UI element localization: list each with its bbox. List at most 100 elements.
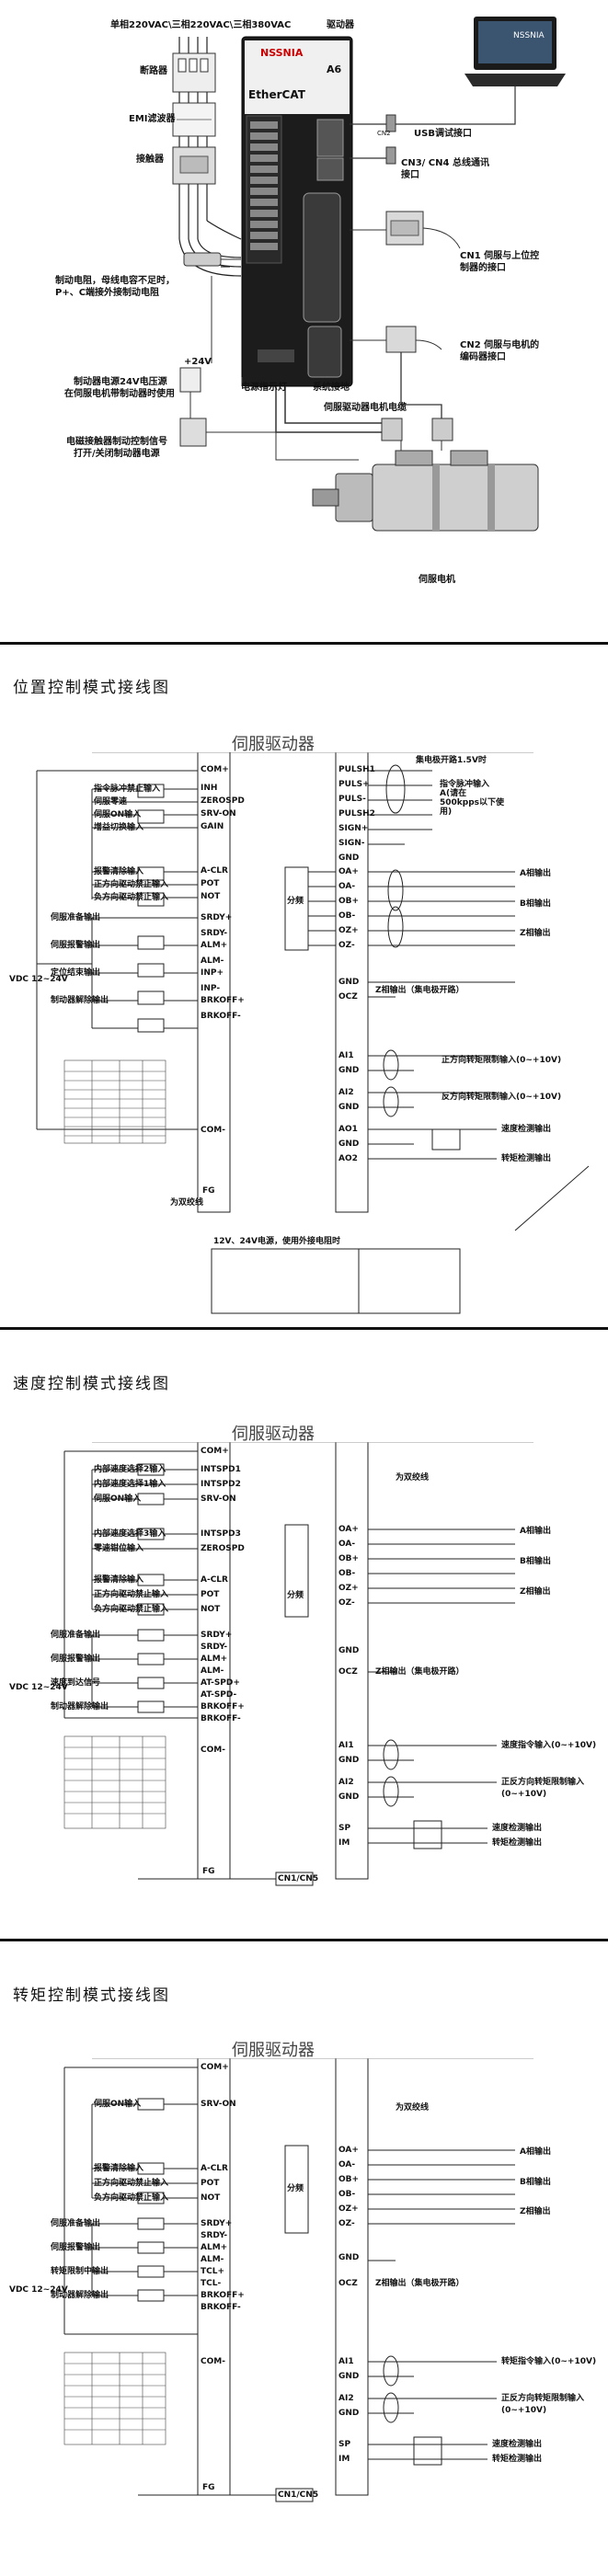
pin-label: COM+ xyxy=(201,2063,229,2072)
speed-wiring xyxy=(63,1442,533,1886)
input-label: 伺服零速 xyxy=(94,797,128,807)
pin-label: GND xyxy=(338,2253,360,2262)
speed-cmd-label: 速度指令输入(0~+10V) xyxy=(501,1741,597,1750)
pin-label: GND xyxy=(338,1139,360,1149)
z-oc-label: Z相输出（集电极开路） xyxy=(375,986,465,995)
pin-label: PULSH2 xyxy=(338,809,375,819)
cn34-label: CN3/ CN4 总线通讯 xyxy=(401,158,489,168)
pin-label: OZ- xyxy=(338,941,355,950)
cn2-label-2: 编码器接口 xyxy=(460,352,506,362)
input-label: 报警清除输入 xyxy=(94,1575,144,1585)
torque-wiring xyxy=(63,2058,533,2502)
laptop-brand: NSSNIA xyxy=(513,31,545,40)
fwd-torque-label: 正方向转矩限制输入(0~+10V) xyxy=(442,1056,562,1065)
pin-label: GND xyxy=(338,1792,360,1802)
output-label: 伺服准备输出 xyxy=(51,2219,101,2228)
phase-z-label: Z相输出 xyxy=(520,1587,551,1597)
pin-label: GND xyxy=(338,1066,360,1075)
torque-monitor-label: 转矩检测输出 xyxy=(492,1838,543,1848)
input-label: 内部速度选择1输入 xyxy=(94,1480,166,1489)
brake-psu-label-2: 在伺服电机带制动器时使用 xyxy=(64,389,175,399)
pin-label: BRKOFF+ xyxy=(201,996,245,1005)
pin-label: AI1 xyxy=(338,1051,354,1060)
position-wiring xyxy=(36,752,590,1314)
pin-label: SRDY- xyxy=(201,2231,228,2240)
pulse-note: 集电极开路1.5V时 xyxy=(416,756,487,765)
motor-cable-label: 伺服驱动器电机电缆 xyxy=(324,403,407,413)
pin-label: ALM+ xyxy=(201,1654,228,1664)
driver-title: 伺服驱动器 xyxy=(232,1425,315,1444)
emi-filter-label: EMI滤波器 xyxy=(129,114,176,124)
input-label: 正方向驱动禁止输入 xyxy=(94,880,169,889)
pin-label: OB- xyxy=(338,2190,356,2199)
pin-label: COM+ xyxy=(201,765,229,774)
pin-label: PULS- xyxy=(338,795,366,804)
pin-label: POT xyxy=(201,1590,220,1599)
input-label: 指令脉冲禁止输入 xyxy=(94,784,161,794)
output-label: 制动器解除输出 xyxy=(51,2291,109,2300)
cn-label: CN1/CN5 xyxy=(278,2490,319,2500)
pin-label: OA+ xyxy=(338,2146,359,2155)
divider-label: 分频 xyxy=(287,2184,304,2193)
phase-b-label: B相输出 xyxy=(520,2178,551,2187)
z-oc-label: Z相输出（集电极开路） xyxy=(375,1667,465,1677)
pin-label: OA+ xyxy=(338,1525,359,1534)
pin-label: SIGN- xyxy=(338,839,365,848)
torque-monitor-label: 转矩检测输出 xyxy=(501,1154,552,1163)
driver-title: 伺服驱动器 xyxy=(232,735,315,754)
pin-label: AI2 xyxy=(338,1088,354,1097)
pin-label: ALM- xyxy=(201,1666,224,1676)
torque-limit-label: 正反方向转矩限制输入 xyxy=(501,1778,585,1787)
relay-label: 电磁接触器制动控制信号 xyxy=(66,437,167,447)
cn2-label: CN2 伺服与电机的 xyxy=(460,340,540,350)
pin-label: TCL+ xyxy=(201,2267,225,2276)
pin-label: BRKOFF- xyxy=(201,1012,241,1021)
phase-b-label: B相输出 xyxy=(520,1557,551,1566)
pin-label: INH xyxy=(201,784,218,793)
drive-brand: NSSNIA xyxy=(260,47,304,59)
input-label: 内部速度选择3输入 xyxy=(94,1529,166,1539)
pin-label: PULS+ xyxy=(338,780,370,789)
pin-label: AO1 xyxy=(338,1125,358,1134)
pin-label: SP xyxy=(338,2440,351,2449)
pin-label: OCZ xyxy=(338,2279,358,2288)
pin-label: OB+ xyxy=(338,2175,360,2184)
driver-label: 驱动器 xyxy=(327,20,354,30)
pulse-input-note: 指令脉冲输入A(请在500kpps以下使用) xyxy=(440,780,505,817)
pin-label: OB+ xyxy=(338,1554,360,1563)
phase-z-label: Z相输出 xyxy=(520,2207,551,2216)
pin-label: BRKOFF- xyxy=(201,2303,241,2312)
pin-label: TCL- xyxy=(201,2279,222,2288)
section-divider xyxy=(0,1327,608,1330)
section-title: 位置控制模式接线图 xyxy=(13,679,170,697)
pin-label: GND xyxy=(338,978,360,987)
section-divider xyxy=(0,642,608,645)
input-label: 增益切换输入 xyxy=(94,823,144,832)
speed-monitor-label: 速度检测输出 xyxy=(492,2440,543,2449)
pin-label: OB+ xyxy=(338,897,360,906)
pin-label: INP- xyxy=(201,984,221,993)
pin-label: BRKOFF+ xyxy=(201,2291,245,2300)
pin-label: OZ+ xyxy=(338,1584,359,1593)
phase-a-label: A相输出 xyxy=(520,1527,551,1536)
ext-resistor-note: 12V、24V电源，使用外接电阻时 xyxy=(213,1237,340,1246)
pin-label: OB- xyxy=(338,1569,356,1578)
pin-label: ALM+ xyxy=(201,941,228,950)
pin-label: BRKOFF- xyxy=(201,1714,241,1723)
pin-label: IM xyxy=(338,1838,350,1848)
pin-label: OZ+ xyxy=(338,2204,359,2214)
output-label: 伺服报警输出 xyxy=(51,941,101,950)
section-divider xyxy=(0,1939,608,1941)
pin-label: SP xyxy=(338,1824,351,1833)
pin-label: OA- xyxy=(338,2160,356,2170)
output-label: 定位结束输出 xyxy=(51,968,101,978)
drive-ethercat-logo: EtherCAT xyxy=(248,88,305,101)
pin-label: AI1 xyxy=(338,2357,354,2366)
input-label: 伺服ON输入 xyxy=(94,1494,142,1504)
rev-torque-label: 反方向转矩限制输入(0~+10V) xyxy=(442,1093,562,1102)
pin-label: GND xyxy=(338,2409,360,2418)
pin-label: ALM- xyxy=(201,2255,224,2264)
input-label: 零速钳位输入 xyxy=(94,1544,144,1553)
breaker-label: 断路器 xyxy=(140,66,167,76)
cn-label: CN1/CN5 xyxy=(278,1874,319,1883)
